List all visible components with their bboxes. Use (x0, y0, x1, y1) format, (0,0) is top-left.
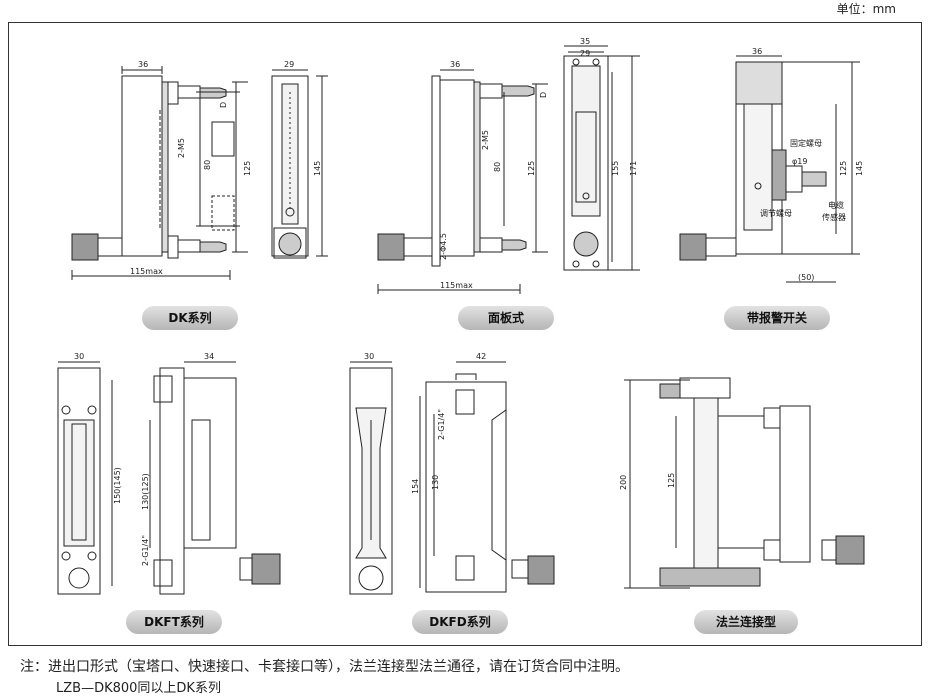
dim-35-panel: 35 (580, 37, 590, 46)
note-line-1: 注：进出口形式（宝塔口、快速接口、卡套接口等），法兰连接型法兰通径，请在订货合同… (20, 659, 629, 675)
dim-150-dkft: 150(145) (113, 467, 122, 504)
note-line-2: LZB—DK800同以上DK系列 (56, 681, 221, 696)
dim-42-dkfd: 42 (476, 352, 486, 361)
dim-125-panel: 125 (527, 161, 536, 176)
dim-130-dkft: 130(125) (141, 473, 150, 510)
caption-dk: DK系列 (142, 306, 238, 330)
dim-29-dk: 29 (284, 60, 294, 69)
flange-view (624, 377, 865, 589)
dkfd-front-view (349, 361, 393, 595)
dim-29-panel: 29 (580, 49, 590, 58)
dim-d-dk: D (219, 102, 228, 108)
dim-80-dk: 80 (203, 160, 212, 170)
dim-36-panel: 36 (450, 60, 460, 69)
cable-label: 电缆 (828, 200, 844, 210)
dkfd-side-view (419, 361, 555, 593)
dim-115-dk: 115max (130, 267, 163, 276)
dim-171-panel: 171 (629, 161, 638, 176)
panel-side-view (377, 69, 548, 294)
adjust-nut-label: 调节螺母 (760, 208, 792, 218)
caption-flange: 法兰连接型 (694, 610, 798, 634)
sensor-label: 传感器 (822, 212, 846, 222)
fixing-nut-label: 固定螺母 (790, 138, 822, 148)
dkft-front-view (57, 361, 113, 595)
dim-g14-dkft: 2-G1/4" (141, 535, 150, 566)
dim-2m5-panel: 2-M5 (481, 130, 490, 150)
dim-80-panel: 80 (493, 162, 502, 172)
phi19-label: φ19 (792, 157, 807, 166)
dim-34-dkft: 34 (204, 352, 214, 361)
dim-154-dkfd: 154 (411, 479, 420, 494)
dim-145-dk: 145 (313, 161, 322, 176)
dim-2m5-dk: 2-M5 (177, 138, 186, 158)
dim-36-dk: 36 (138, 60, 148, 69)
caption-alarm: 带报警开关 (724, 306, 830, 330)
dk-front-view (271, 69, 328, 259)
dk-side-view (71, 66, 248, 280)
dim-125-alarm: 125 (839, 161, 848, 176)
dkft-side-view (149, 361, 281, 595)
dim-50-alarm: (50) (798, 273, 814, 282)
dim-200-flange: 200 (619, 475, 628, 490)
dim-125-dk: 125 (243, 161, 252, 176)
dim-30-dkft: 30 (74, 352, 84, 361)
caption-panel: 面板式 (458, 306, 554, 330)
panel-front-view (563, 45, 640, 271)
dim-36-alarm: 36 (752, 47, 762, 56)
caption-dkfd: DKFD系列 (412, 610, 508, 634)
dim-phi45-panel: 2-Φ4.5 (439, 233, 448, 260)
dim-130-dkfd: 130 (431, 475, 440, 490)
dim-30-dkfd: 30 (364, 352, 374, 361)
dim-145-alarm: 145 (855, 161, 864, 176)
dim-155-panel: 155 (611, 161, 620, 176)
caption-dkft: DKFT系列 (126, 610, 222, 634)
dim-d-panel: D (539, 92, 548, 98)
dim-115-panel: 115max (440, 281, 473, 290)
unit-label: 单位：mm (836, 2, 896, 16)
dim-g14-dkfd: 2-G1/4" (437, 409, 446, 440)
alarm-view (679, 55, 860, 283)
drawing-frame (8, 22, 922, 646)
dim-125-flange: 125 (667, 473, 676, 488)
